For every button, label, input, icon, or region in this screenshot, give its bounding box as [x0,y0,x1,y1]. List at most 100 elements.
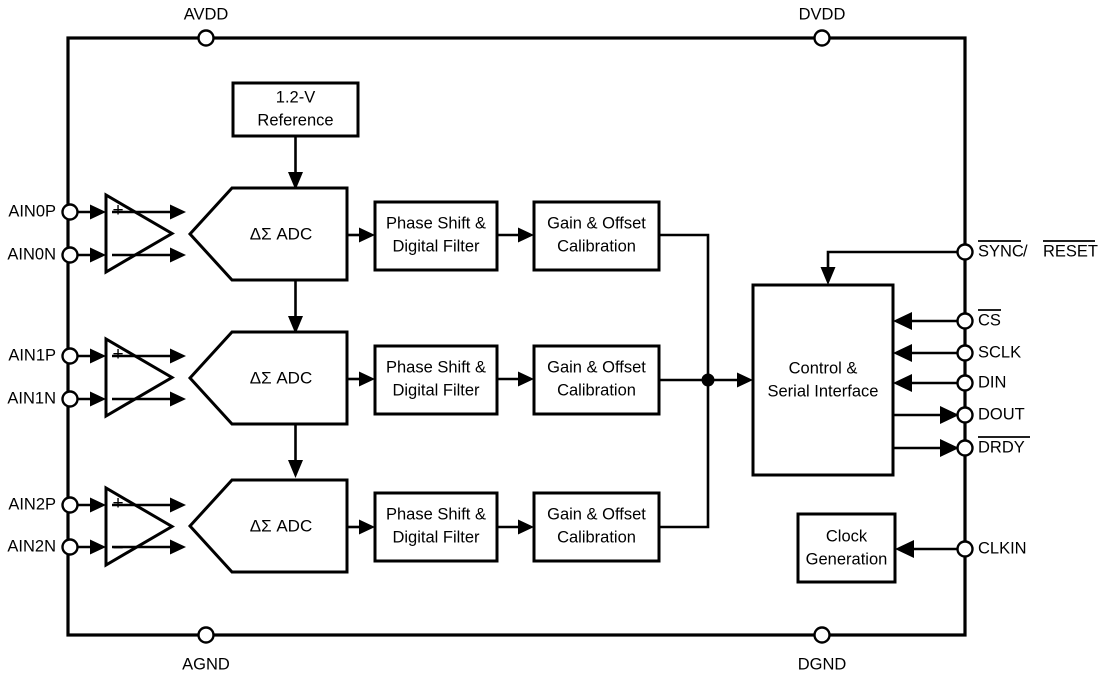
label-agnd: AGND [182,655,230,673]
arrow-amp0-top [170,204,186,220]
calib0-label-line2: Calibration [557,237,636,255]
pin-ain0p[interactable] [61,203,79,221]
pin-din[interactable] [956,374,974,392]
arrow-amp2-bot [170,539,186,555]
label-ain1n: AIN1N [7,389,56,407]
calib1-label-line2: Calibration [557,381,636,399]
pin-dgnd[interactable] [813,626,831,644]
amplifier-0[interactable] [104,192,175,275]
label-sclk: SCLK [978,343,1021,361]
calibration-block-0[interactable] [532,200,661,272]
clock-generation-block[interactable] [796,512,897,584]
wire-calib0-to-bus [659,233,710,380]
label-reset: RESET [1043,242,1098,260]
label-sync: SYNC [978,242,1024,260]
arrow-adc0-to-filter0 [359,227,375,243]
chip-outline [66,36,967,637]
arrow-amp0-bot [170,247,186,263]
pin-ain2p[interactable] [61,496,79,514]
label-clkin: CLKIN [978,539,1027,557]
arrow-bus-to-control [737,372,753,388]
pin-dvdd[interactable] [813,29,831,47]
arrow-amp1-top [170,348,186,364]
phase-filter-block-0[interactable] [373,200,499,272]
delta-sigma-adc-1[interactable] [187,330,349,426]
pin-ain1p[interactable] [61,347,79,365]
arrow-ain0n [90,247,106,263]
arrow-ain0p [90,204,106,220]
filter0-label-line1: Phase Shift & [386,214,486,232]
arrow-adc1-to-adc2 [288,460,303,478]
phase-filter-block-2[interactable] [373,491,499,563]
filter2-label-line2: Digital Filter [392,528,480,546]
label-dvdd: DVDD [799,5,846,23]
pin-agnd[interactable] [197,626,215,644]
arrow-sync-reset [820,267,836,285]
wire-calib2-to-bus [659,380,710,529]
pin-ain0n[interactable] [61,246,79,264]
arrow-dout [940,406,959,424]
calibration-block-1[interactable] [532,344,661,416]
label-dgnd: DGND [798,655,847,673]
calibration-block-2[interactable] [532,491,661,563]
label-ain2n: AIN2N [7,537,56,555]
arrow-amp1-bot [170,391,186,407]
phase-filter-block-1[interactable] [373,344,499,416]
arrow-filter0-to-calib0 [518,227,534,243]
reference-label-line2: Reference [257,111,333,129]
channel-2-group: AIN2P AIN2N + − ΔΣ ADC Phase Shift & Dig… [7,380,710,574]
filter1-label-line1: Phase Shift & [386,358,486,376]
pin-drdy[interactable] [956,439,974,457]
pin-avdd[interactable] [197,29,215,47]
pin-sclk[interactable] [956,344,974,362]
arrow-clkin [895,540,914,558]
control-label-line2: Serial Interface [768,382,879,400]
channel-0-group: AIN0P AIN0N + − ΔΣ ADC Phase Shift & Dig… [7,186,710,380]
calib1-label-line1: Gain & Offset [547,358,646,376]
label-cs-group: CS [978,309,1001,329]
calib2-label-line1: Gain & Offset [547,505,646,523]
filter2-label-line1: Phase Shift & [386,505,486,523]
delta-sigma-adc-2[interactable] [187,478,349,574]
arrow-filter1-to-calib1 [518,371,534,387]
pin-clkin[interactable] [956,540,974,558]
arrow-adc0-to-adc1 [288,316,303,334]
arrow-ain2p [90,497,106,513]
arrow-cs [893,312,912,330]
label-ain1p: AIN1P [8,346,56,364]
arrow-sclk [893,344,912,362]
filter0-label-line2: Digital Filter [392,237,480,255]
label-cs: CS [978,311,1001,329]
adc2-label: ΔΣ ADC [250,516,312,535]
clock-label-line1: Clock [826,527,868,545]
amplifier-1[interactable] [104,336,175,419]
reference-label-line1: 1.2-V [276,88,315,106]
clock-label-line2: Generation [806,550,888,568]
calib2-label-line2: Calibration [557,528,636,546]
wire-sync-reset [826,250,957,272]
adc0-label: ΔΣ ADC [250,224,312,243]
delta-sigma-adc-0[interactable] [187,186,349,282]
amp0-plus-sign: + [112,200,123,221]
pin-cs[interactable] [956,312,974,330]
pin-ain2n[interactable] [61,538,79,556]
label-ain2p: AIN2P [8,495,56,513]
channel-1-group: AIN1P AIN1N + − ΔΣ ADC Phase Shift & Dig… [7,330,708,426]
pin-sync-reset[interactable] [956,243,974,261]
label-dout: DOUT [978,405,1025,423]
amp1-plus-sign: + [112,344,123,365]
arrow-filter2-to-calib2 [518,519,534,535]
label-sync-reset-group: SYNC / RESET [978,240,1098,260]
label-ain0n: AIN0N [7,245,56,263]
label-drdy: DRDY [978,438,1025,456]
label-ain0p: AIN0P [8,202,56,220]
arrow-ain1p [90,348,106,364]
control-serial-interface-block[interactable] [751,283,895,477]
pin-ain1n[interactable] [61,390,79,408]
arrow-adc2-to-filter2 [359,519,375,535]
arrow-adc1-to-filter1 [359,371,375,387]
pin-dout[interactable] [956,406,974,424]
arrow-ain2n [90,539,106,555]
arrow-ain1n [90,391,106,407]
